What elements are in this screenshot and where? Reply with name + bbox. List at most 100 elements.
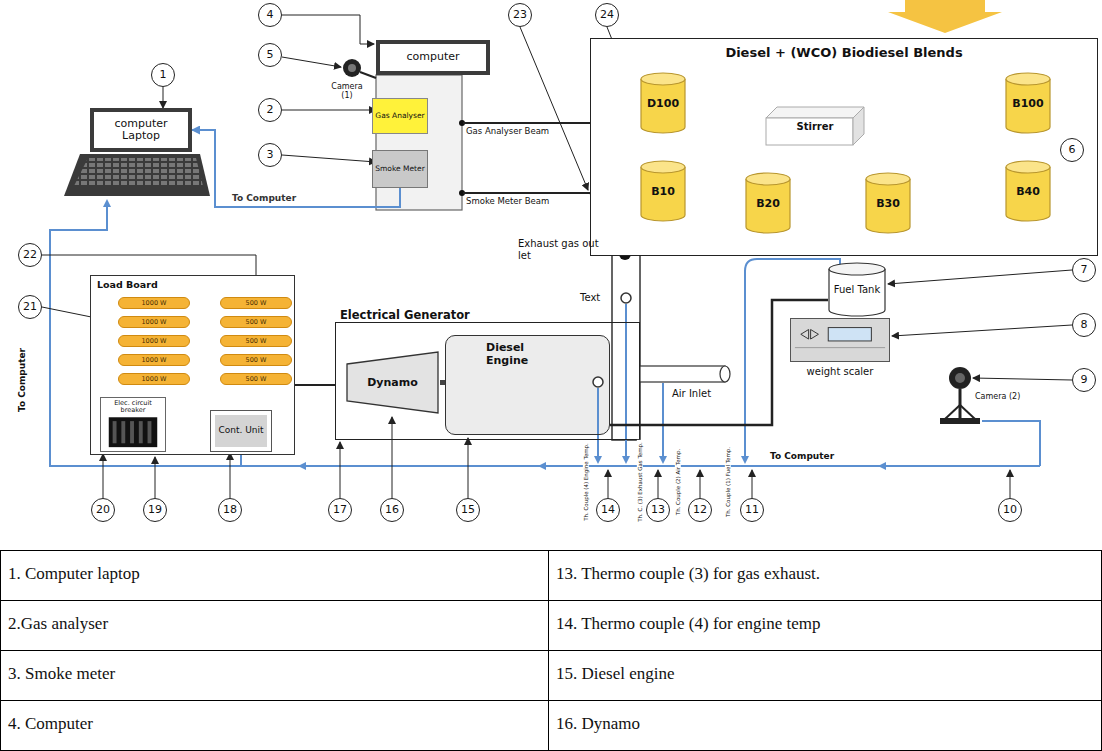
camera-two-part bbox=[955, 373, 965, 383]
leader-lines-part bbox=[973, 378, 1072, 380]
camera-one-part bbox=[343, 59, 361, 77]
callout-number: 11 bbox=[740, 498, 764, 522]
engine-box: Diesel Engine bbox=[445, 335, 610, 435]
leader-lines-part bbox=[282, 57, 341, 67]
fuel-container-outline-part bbox=[1006, 167, 1050, 221]
node-text: 500 W bbox=[246, 318, 267, 326]
leader-lines-part bbox=[103, 454, 104, 498]
instrument-cabinet bbox=[376, 75, 465, 210]
leader-lines-part bbox=[282, 110, 376, 111]
data-bus-part bbox=[300, 465, 320, 467]
callout-number: 7 bbox=[1072, 258, 1096, 282]
callout-number: 23 bbox=[508, 3, 532, 27]
engine-body-part bbox=[445, 335, 610, 435]
callout-number: 10 bbox=[998, 498, 1022, 522]
parts-table-part bbox=[1, 551, 1102, 751]
blend-arrow-part bbox=[888, 0, 1002, 33]
circuit-breaker-outline-part bbox=[139, 421, 143, 443]
fuel-container-outline-part bbox=[641, 73, 685, 85]
computer-screen: computer bbox=[376, 40, 490, 75]
signal-label: To Computer bbox=[17, 346, 27, 414]
leader-lines-part bbox=[155, 457, 156, 498]
fuel-container-outline-part bbox=[641, 79, 685, 133]
node-text: weight scaler bbox=[791, 366, 889, 377]
load-resistor: 500 W bbox=[220, 335, 292, 347]
data-bus-part bbox=[625, 304, 627, 462]
table-cell: 16. Dynamo bbox=[556, 714, 640, 734]
leader-lines-part bbox=[888, 270, 1072, 284]
exhaust-pipe-part bbox=[621, 293, 631, 303]
thermocouple-label: Th. Couple (1) Fuel Temp. bbox=[725, 445, 731, 519]
air-inlet-pipe-part bbox=[720, 366, 730, 382]
leader-lines-part bbox=[1010, 470, 1011, 498]
callout-number: 15 bbox=[456, 498, 480, 522]
outlet-label: Text bbox=[580, 292, 600, 304]
callout-number: 14 bbox=[596, 498, 620, 522]
camera-one-part bbox=[360, 72, 376, 78]
callout-number: 20 bbox=[91, 498, 115, 522]
parts-table-part bbox=[0, 700, 1102, 701]
table-cell: 13. Thermo couple (3) for gas exhaust. bbox=[556, 564, 820, 584]
callout-number: 2 bbox=[258, 98, 282, 122]
signal-label: To Computer bbox=[770, 451, 834, 461]
node-text: Dynamo bbox=[367, 376, 418, 389]
gas-analyser-box: Gas Analyser bbox=[372, 98, 428, 134]
node-text: Smoke Meter bbox=[375, 165, 424, 173]
callout-number: 19 bbox=[143, 498, 167, 522]
node-text: 1000 W bbox=[141, 375, 166, 383]
load-resistor: 1000 W bbox=[118, 335, 190, 347]
node-text: Electrical Generator bbox=[340, 308, 470, 322]
camera-label: Camera (1) bbox=[325, 82, 369, 100]
fuel-container: B40 bbox=[1005, 160, 1051, 222]
table-cell: 1. Computer laptop bbox=[8, 564, 140, 584]
load-resistor: 1000 W bbox=[118, 297, 190, 309]
table-cell: 15. Diesel engine bbox=[556, 664, 675, 684]
fuel-container: D100 bbox=[640, 72, 686, 134]
node-text: Diesel Engine bbox=[486, 342, 550, 367]
node-text: computer bbox=[406, 51, 459, 63]
weight-scale-outline-part bbox=[795, 347, 885, 348]
fuel-container-outline-part bbox=[641, 161, 685, 173]
node-text: B100 bbox=[1012, 97, 1043, 110]
table-cell: 3. Smoke meter bbox=[8, 664, 115, 684]
load-resistor: 500 W bbox=[220, 354, 292, 366]
dynamo-shape-outline-part bbox=[347, 352, 438, 413]
leader-lines-part bbox=[468, 438, 469, 498]
callout-number: 6 bbox=[1060, 138, 1084, 162]
leader-lines-part bbox=[282, 15, 374, 44]
fuel-container: B20 bbox=[745, 172, 791, 234]
data-bus-part bbox=[597, 388, 599, 462]
weight-scale: weight scaler bbox=[790, 318, 890, 362]
computer-screen: computer Laptop bbox=[90, 108, 192, 152]
fuel-container: B100 bbox=[1005, 72, 1051, 134]
fuel-tank: Fuel Tank bbox=[828, 262, 886, 317]
weight-scale-outline-part bbox=[811, 330, 819, 340]
node-text: 500 W bbox=[246, 299, 267, 307]
load-board: Load Board1000 W500 W1000 W500 W1000 W50… bbox=[90, 275, 295, 455]
load-resistor: 1000 W bbox=[118, 373, 190, 385]
laptop-keyboard bbox=[64, 154, 210, 196]
node-text: B20 bbox=[756, 197, 780, 210]
node-text: Stirrer bbox=[797, 121, 834, 132]
callout-number: 12 bbox=[688, 498, 712, 522]
fuel-container-outline-part bbox=[1006, 73, 1050, 85]
camera-two bbox=[940, 367, 980, 424]
node-text: 1000 W bbox=[141, 318, 166, 326]
load-resistor: 1000 W bbox=[118, 354, 190, 366]
stirrer-box-outline-part bbox=[766, 118, 853, 145]
node-text: 1000 W bbox=[141, 299, 166, 307]
data-bus-part bbox=[540, 465, 560, 467]
instrument-cabinet-part bbox=[376, 75, 462, 210]
load-resistor: 1000 W bbox=[118, 316, 190, 328]
data-bus-part bbox=[880, 465, 900, 467]
connector-label: To Computer bbox=[232, 193, 296, 203]
engine-body bbox=[445, 335, 610, 435]
node-text: B10 bbox=[651, 185, 675, 198]
circuit-breaker-outline-part bbox=[121, 421, 125, 443]
fuel-tank-outline-part bbox=[829, 269, 885, 316]
leader-lines-part bbox=[700, 470, 701, 498]
fuel-tank-outline-part bbox=[829, 263, 885, 275]
node-text: B30 bbox=[876, 197, 900, 210]
circuit-breaker: Elec. circuit breaker bbox=[100, 397, 166, 452]
leader-lines-part bbox=[282, 155, 376, 162]
